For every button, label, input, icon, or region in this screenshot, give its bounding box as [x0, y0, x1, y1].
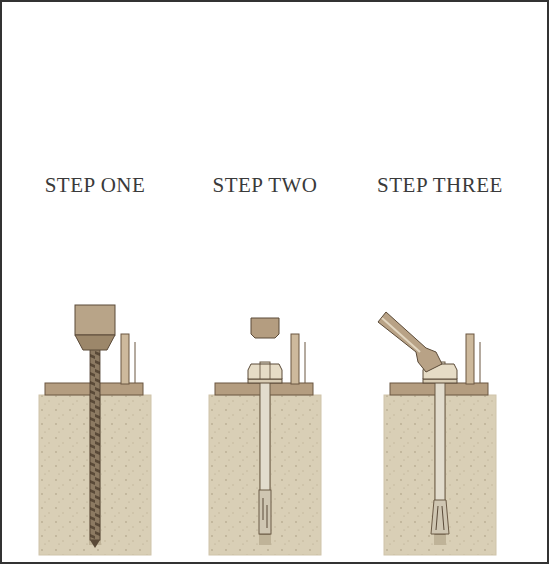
step-label: STEP ONE — [45, 173, 146, 198]
step-label: STEP TWO — [213, 173, 318, 198]
step-label: STEP THREE — [377, 173, 503, 198]
